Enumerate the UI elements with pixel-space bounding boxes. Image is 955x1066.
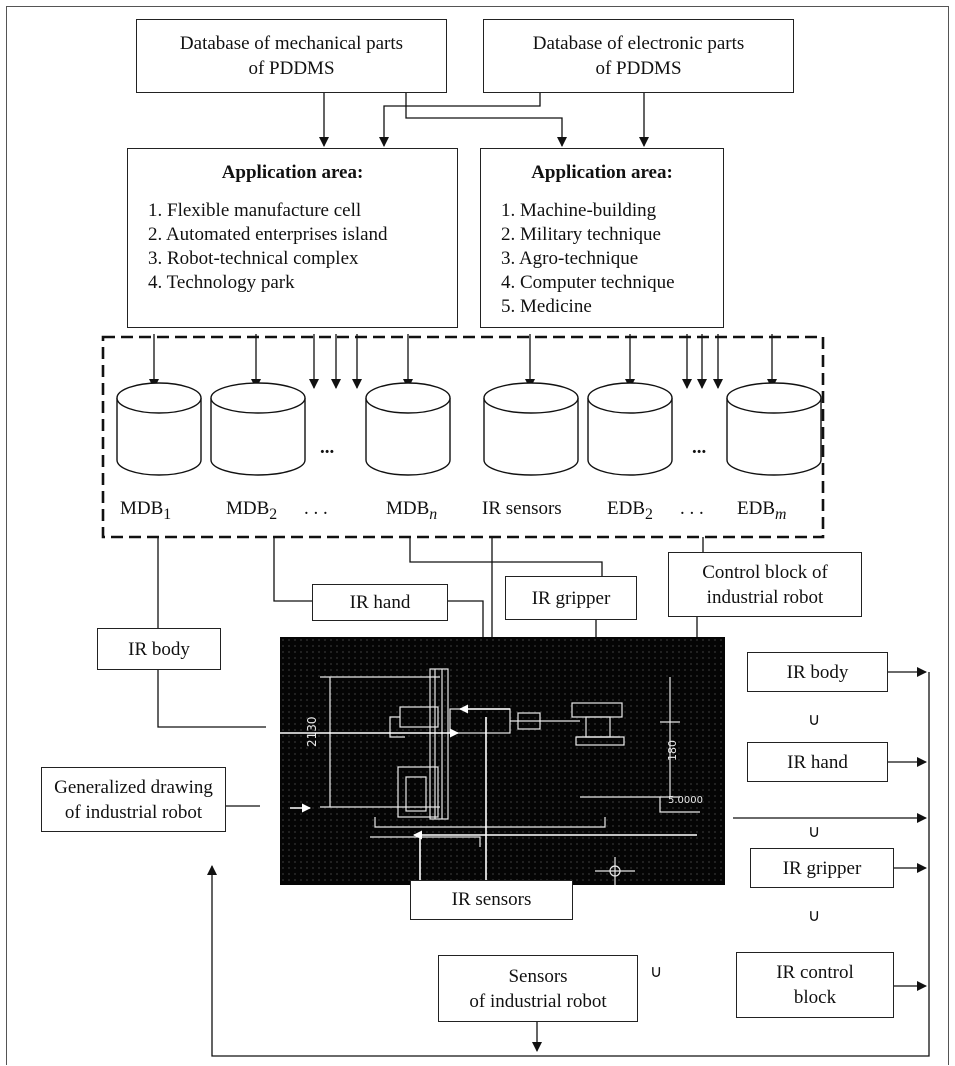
database-group-border [101, 335, 825, 539]
application-right-item: 4. Computer technique [501, 272, 675, 293]
application-right-item: 5. Medicine [501, 296, 592, 317]
dimension-180: 180 [666, 740, 679, 761]
cylinder-mdb1 [116, 382, 202, 476]
ir-hand-right-label: IR hand [787, 751, 848, 773]
robot-drawing-lines: 2130 180 5.0000 [280, 668, 703, 885]
sensors-line1: Sensors [508, 965, 568, 987]
control-block-box: Control block of industrial robot [668, 552, 862, 617]
cylinder-edb2 [587, 382, 673, 476]
ir-hand-label: IR hand [349, 592, 411, 613]
application-area-right-title: Application area: [531, 162, 673, 183]
generalized-drawing-box: Generalized drawing of industrial robot [41, 767, 226, 832]
electronic-db-line2: of PDDMS [595, 58, 682, 79]
mechanical-db-line1: Database of mechanical parts [179, 33, 404, 54]
ir-gripper-right-label: IR gripper [782, 857, 862, 879]
label-mdb-dots: . . . [304, 498, 328, 519]
ir-body-left-label: IR body [128, 638, 190, 660]
cylinder-edbm [726, 382, 822, 476]
db-ellipsis-electronic: ... [692, 437, 707, 458]
ir-sensors-overlay-box: IR sensors [410, 880, 573, 920]
label-edb2: EDB2 [607, 498, 653, 523]
cylinder-mdbn [365, 382, 451, 476]
application-right-item: 3. Agro-technique [501, 248, 639, 269]
database-cylinders [116, 382, 822, 476]
label-edbm: EDBm [737, 498, 787, 523]
ir-hand-box: IR hand [312, 584, 448, 621]
db-ellipsis-mechanical: ... [320, 437, 335, 458]
ir-body-box-right: IR body [747, 652, 888, 692]
application-area-left-title: Application area: [221, 162, 364, 183]
label-edb-dots: . . . [680, 498, 704, 519]
application-left-item: 2. Automated enterprises island [148, 224, 388, 245]
application-left-item: 4. Technology park [148, 272, 295, 293]
application-right-item: 1. Machine-building [501, 200, 657, 221]
electronic-db-line1: Database of electronic parts [532, 33, 745, 54]
ir-sensors-overlay-label: IR sensors [451, 889, 532, 910]
control-block-line1: Control block of [702, 561, 828, 583]
cylinder-ir-sensors [483, 382, 579, 476]
label-ir-sensors-db: IR sensors [482, 498, 562, 519]
ir-body-right-label: IR body [786, 661, 849, 683]
application-right-item: 2. Military technique [501, 224, 661, 245]
union-symbol: ∪ [650, 962, 663, 982]
label-mdb2: MDB2 [226, 498, 278, 523]
label-mdbn: MDBn [386, 498, 438, 523]
application-area-left: Application area: 1. Flexible manufactur… [127, 148, 458, 328]
diagram-frame [6, 6, 949, 1065]
ir-gripper-label: IR gripper [531, 587, 611, 609]
generalized-line2: of industrial robot [64, 801, 203, 823]
ir-control-line1: IR control [776, 962, 854, 983]
ir-gripper-box-right: IR gripper [750, 848, 894, 888]
ir-gripper-box: IR gripper [505, 576, 637, 620]
mechanical-parts-database-box: Database of mechanical parts of PDDMS [136, 19, 447, 93]
cylinder-mdb2 [210, 382, 306, 476]
union-symbol: ∪ [808, 710, 821, 730]
union-symbol: ∪ [808, 906, 821, 926]
control-block-line2: industrial robot [706, 586, 824, 608]
application-left-item: 1. Flexible manufacture cell [148, 200, 362, 221]
dimension-2130: 2130 [305, 716, 319, 747]
application-area-right: Application area: 1. Machine-building 2.… [480, 148, 724, 328]
ir-hand-box-right: IR hand [747, 742, 888, 782]
robot-drawing: 2130 180 5.0000 [280, 637, 725, 885]
generalized-line1: Generalized drawing [54, 776, 213, 798]
ir-body-box-left: IR body [97, 628, 221, 670]
mechanical-db-line2: of PDDMS [248, 58, 335, 79]
label-mdb1: MDB1 [120, 498, 172, 523]
electronic-parts-database-box: Database of electronic parts of PDDMS [483, 19, 794, 93]
union-symbol: ∪ [808, 822, 821, 842]
application-left-item: 3. Robot-technical complex [148, 248, 359, 269]
ir-control-block-box: IR control block [736, 952, 894, 1018]
sensors-industrial-robot-box: Sensors of industrial robot [438, 955, 638, 1022]
ir-control-line2: block [793, 987, 837, 1008]
dimension-5000: 5.0000 [668, 795, 703, 806]
sensors-line2: of industrial robot [469, 990, 607, 1012]
